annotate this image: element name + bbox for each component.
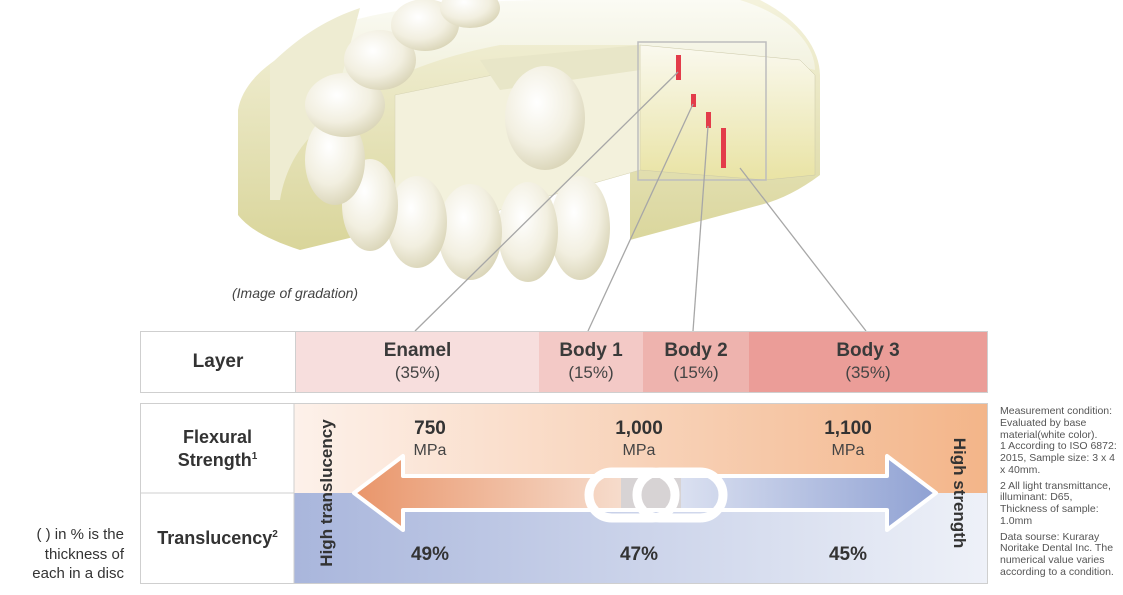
layer-name: Body 1 [559,340,623,362]
layer-table: Layer Enamel (35%) Body 1 (15%) Body 2 (… [140,331,988,393]
strength-number: 1,000 [615,418,663,439]
strength-value-body: 1,000 MPa [599,418,679,460]
flexural-label-line2-wrap: Strength1 [178,449,258,472]
layer-name: Enamel [383,340,452,362]
layer-name: Body 3 [836,340,900,362]
strength-unit: MPa [413,441,447,459]
marker-body1 [691,94,696,107]
translucency-value-body: 47% [619,544,659,565]
chain-link-icon [584,467,728,523]
property-table: Flexural Strength1 Translucency2 750 MPa… [140,403,988,584]
layer-body1: Body 1 (15%) [539,332,643,392]
layer-name: Body 2 [664,340,728,362]
strength-number: 750 [414,418,446,439]
layer-markers [676,55,726,168]
illustration-caption: (Image of gradation) [232,285,359,301]
translucency-label-text: Translucency [157,527,273,548]
flexural-strength-label: Flexural Strength1 [141,404,294,493]
leader-lines [414,71,867,332]
note-condition: Measurement condition: Evaluated by base… [1000,405,1113,441]
teeth-arch [305,0,610,282]
layer-enamel: Enamel (35%) [296,332,539,392]
marker-body2 [706,112,711,128]
high-strength-label: High strength [950,437,969,549]
marker-enamel [676,55,681,80]
high-translucency-label: High translucency [317,419,336,567]
note-light: 2 All light transmittance, illuminant: D… [1000,479,1111,527]
layer-body2: Body 2 (15%) [643,332,749,392]
note-source: Data sourse: Kuraray Noritake Dental Inc… [1000,530,1114,578]
layer-body3: Body 3 (35%) [749,332,987,392]
strength-unit: MPa [831,441,865,459]
strength-value-enamel: 750 MPa [390,418,470,460]
translucency-label: Translucency2 [141,493,294,583]
layer-percent: (35%) [394,363,441,383]
thickness-note: ( ) in % is the thickness of each in a d… [32,526,124,582]
flexural-label-line2: Strength [177,449,252,470]
layer-percent: (35%) [845,363,891,383]
property-background [141,404,987,583]
measurement-notes: Measurement condition: Evaluated by base… [1000,405,1118,583]
note-iso: 1 According to ISO 6872: 2015, Sample si… [1000,440,1117,476]
translucency-value-enamel: 49% [410,544,450,565]
layer-header: Layer [141,332,296,392]
strength-value-body3: 1,100 MPa [808,418,888,460]
marker-body3 [721,128,726,168]
layer-percent: (15%) [568,363,614,383]
strength-number: 1,100 [824,418,872,439]
footnote-1: 1 [251,450,258,462]
translucency-value-body3: 45% [828,544,868,565]
layer-percent: (15%) [673,363,719,383]
strength-unit: MPa [622,441,656,459]
footnote-2: 2 [272,528,278,540]
flexural-label-line1: Flexural [182,427,253,447]
translucency-label-wrap: Translucency2 [157,527,278,550]
